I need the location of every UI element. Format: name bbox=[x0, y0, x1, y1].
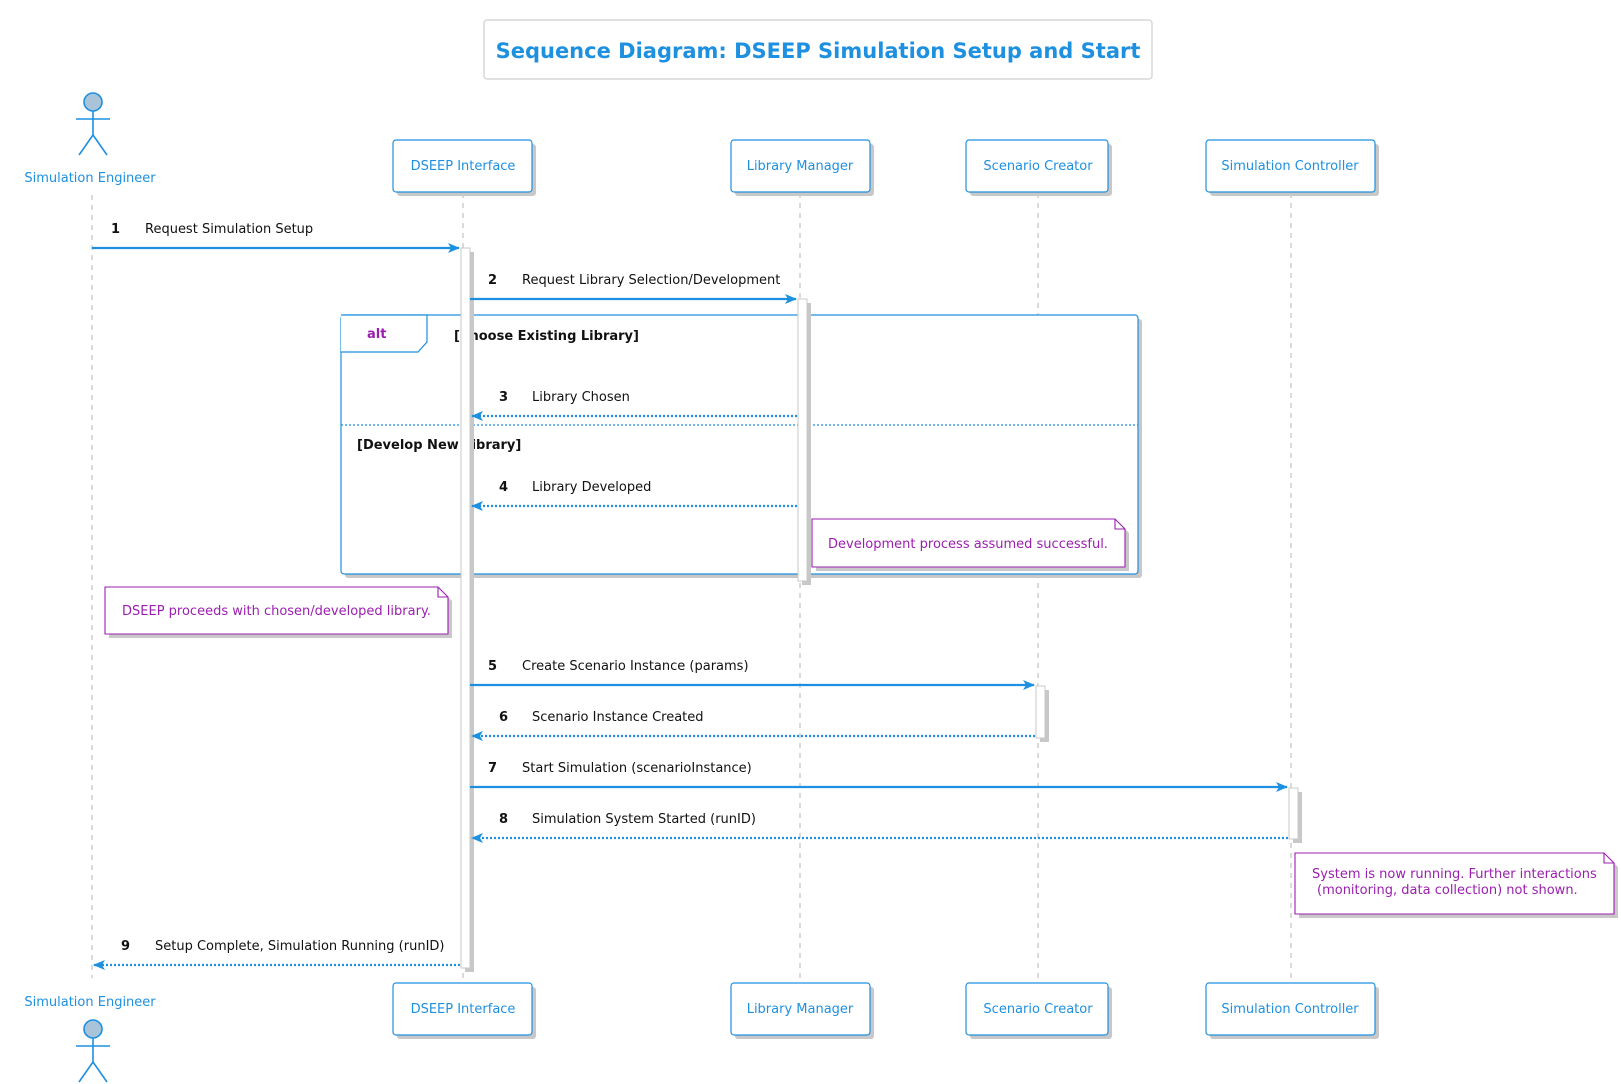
actor-label: Simulation Engineer bbox=[24, 995, 156, 1010]
message-number: 5 bbox=[488, 659, 497, 674]
message-label: Simulation System Started (runID) bbox=[532, 812, 756, 827]
message-8: 8 Simulation System Started (runID) bbox=[471, 812, 1288, 843]
participant-dseep-top: DSEEP Interface bbox=[392, 139, 536, 196]
actor-label: Simulation Engineer bbox=[24, 171, 156, 186]
alt-fragment: alt [Choose Existing Library] [Develop N… bbox=[340, 314, 1142, 578]
message-label: Request Simulation Setup bbox=[145, 222, 313, 237]
actor-engineer-bottom: Simulation Engineer bbox=[24, 995, 156, 1083]
message-number: 1 bbox=[111, 222, 120, 237]
participant-label: DSEEP Interface bbox=[411, 1002, 516, 1017]
message-number: 8 bbox=[499, 812, 508, 827]
diagram-title-box: Sequence Diagram: DSEEP Simulation Setup… bbox=[483, 19, 1153, 80]
participant-label: Simulation Controller bbox=[1221, 1002, 1359, 1017]
message-label: Library Chosen bbox=[532, 390, 630, 405]
note-text: DSEEP proceeds with chosen/developed lib… bbox=[122, 604, 431, 619]
message-5: 5 Create Scenario Instance (params) bbox=[470, 659, 1035, 690]
participant-label: Library Manager bbox=[747, 1002, 854, 1017]
message-label: Start Simulation (scenarioInstance) bbox=[522, 761, 752, 776]
message-number: 9 bbox=[121, 939, 130, 954]
message-number: 7 bbox=[488, 761, 497, 776]
participant-label: DSEEP Interface bbox=[411, 159, 516, 174]
participant-simulation-controller-top: Simulation Controller bbox=[1205, 139, 1379, 196]
diagram-title: Sequence Diagram: DSEEP Simulation Setup… bbox=[496, 39, 1141, 63]
alt-label: alt bbox=[367, 327, 386, 342]
actor-icon bbox=[76, 92, 110, 156]
activations bbox=[460, 247, 1302, 972]
alt-guard-develop: [Develop New Library] bbox=[357, 438, 521, 453]
note-dseep-proceeds: DSEEP proceeds with chosen/developed lib… bbox=[104, 586, 452, 638]
participant-label: Simulation Controller bbox=[1221, 159, 1359, 174]
message-number: 2 bbox=[488, 273, 497, 288]
message-number: 4 bbox=[499, 480, 508, 495]
message-number: 6 bbox=[499, 710, 508, 725]
message-label: Setup Complete, Simulation Running (runI… bbox=[155, 939, 444, 954]
note-system-running: System is now running. Further interacti… bbox=[1294, 852, 1618, 918]
participant-label: Scenario Creator bbox=[983, 1002, 1093, 1017]
participant-scenario-creator-top: Scenario Creator bbox=[965, 139, 1112, 196]
note-text: Development process assumed successful. bbox=[828, 537, 1108, 552]
participant-library-manager-bottom: Library Manager bbox=[730, 982, 874, 1039]
alt-guard-choose: [Choose Existing Library] bbox=[454, 329, 639, 344]
message-6: 6 Scenario Instance Created bbox=[471, 710, 1035, 741]
participant-dseep-bottom: DSEEP Interface bbox=[392, 982, 536, 1039]
participant-library-manager-top: Library Manager bbox=[730, 139, 874, 196]
message-number: 3 bbox=[499, 390, 508, 405]
message-7: 7 Start Simulation (scenarioInstance) bbox=[470, 761, 1288, 792]
note-text-line2: (monitoring, data collection) not shown. bbox=[1317, 883, 1578, 898]
note-development-assumed: Development process assumed successful. bbox=[811, 518, 1129, 571]
actor-engineer-top: Simulation Engineer bbox=[24, 92, 156, 186]
message-label: Library Developed bbox=[532, 480, 651, 495]
message-1: 1 Request Simulation Setup bbox=[92, 222, 460, 253]
note-text-line1: System is now running. Further interacti… bbox=[1312, 867, 1597, 882]
participant-label: Library Manager bbox=[747, 159, 854, 174]
actor-icon bbox=[76, 1019, 110, 1083]
participant-simulation-controller-bottom: Simulation Controller bbox=[1205, 982, 1379, 1039]
message-label: Request Library Selection/Development bbox=[522, 273, 780, 288]
participant-scenario-creator-bottom: Scenario Creator bbox=[965, 982, 1112, 1039]
message-label: Scenario Instance Created bbox=[532, 710, 704, 725]
message-9: 9 Setup Complete, Simulation Running (ru… bbox=[93, 939, 460, 970]
message-3: 3 Library Chosen bbox=[471, 390, 797, 421]
message-2: 2 Request Library Selection/Development bbox=[470, 273, 797, 304]
message-4: 4 Library Developed bbox=[471, 480, 797, 511]
participant-label: Scenario Creator bbox=[983, 159, 1093, 174]
message-label: Create Scenario Instance (params) bbox=[522, 659, 749, 674]
